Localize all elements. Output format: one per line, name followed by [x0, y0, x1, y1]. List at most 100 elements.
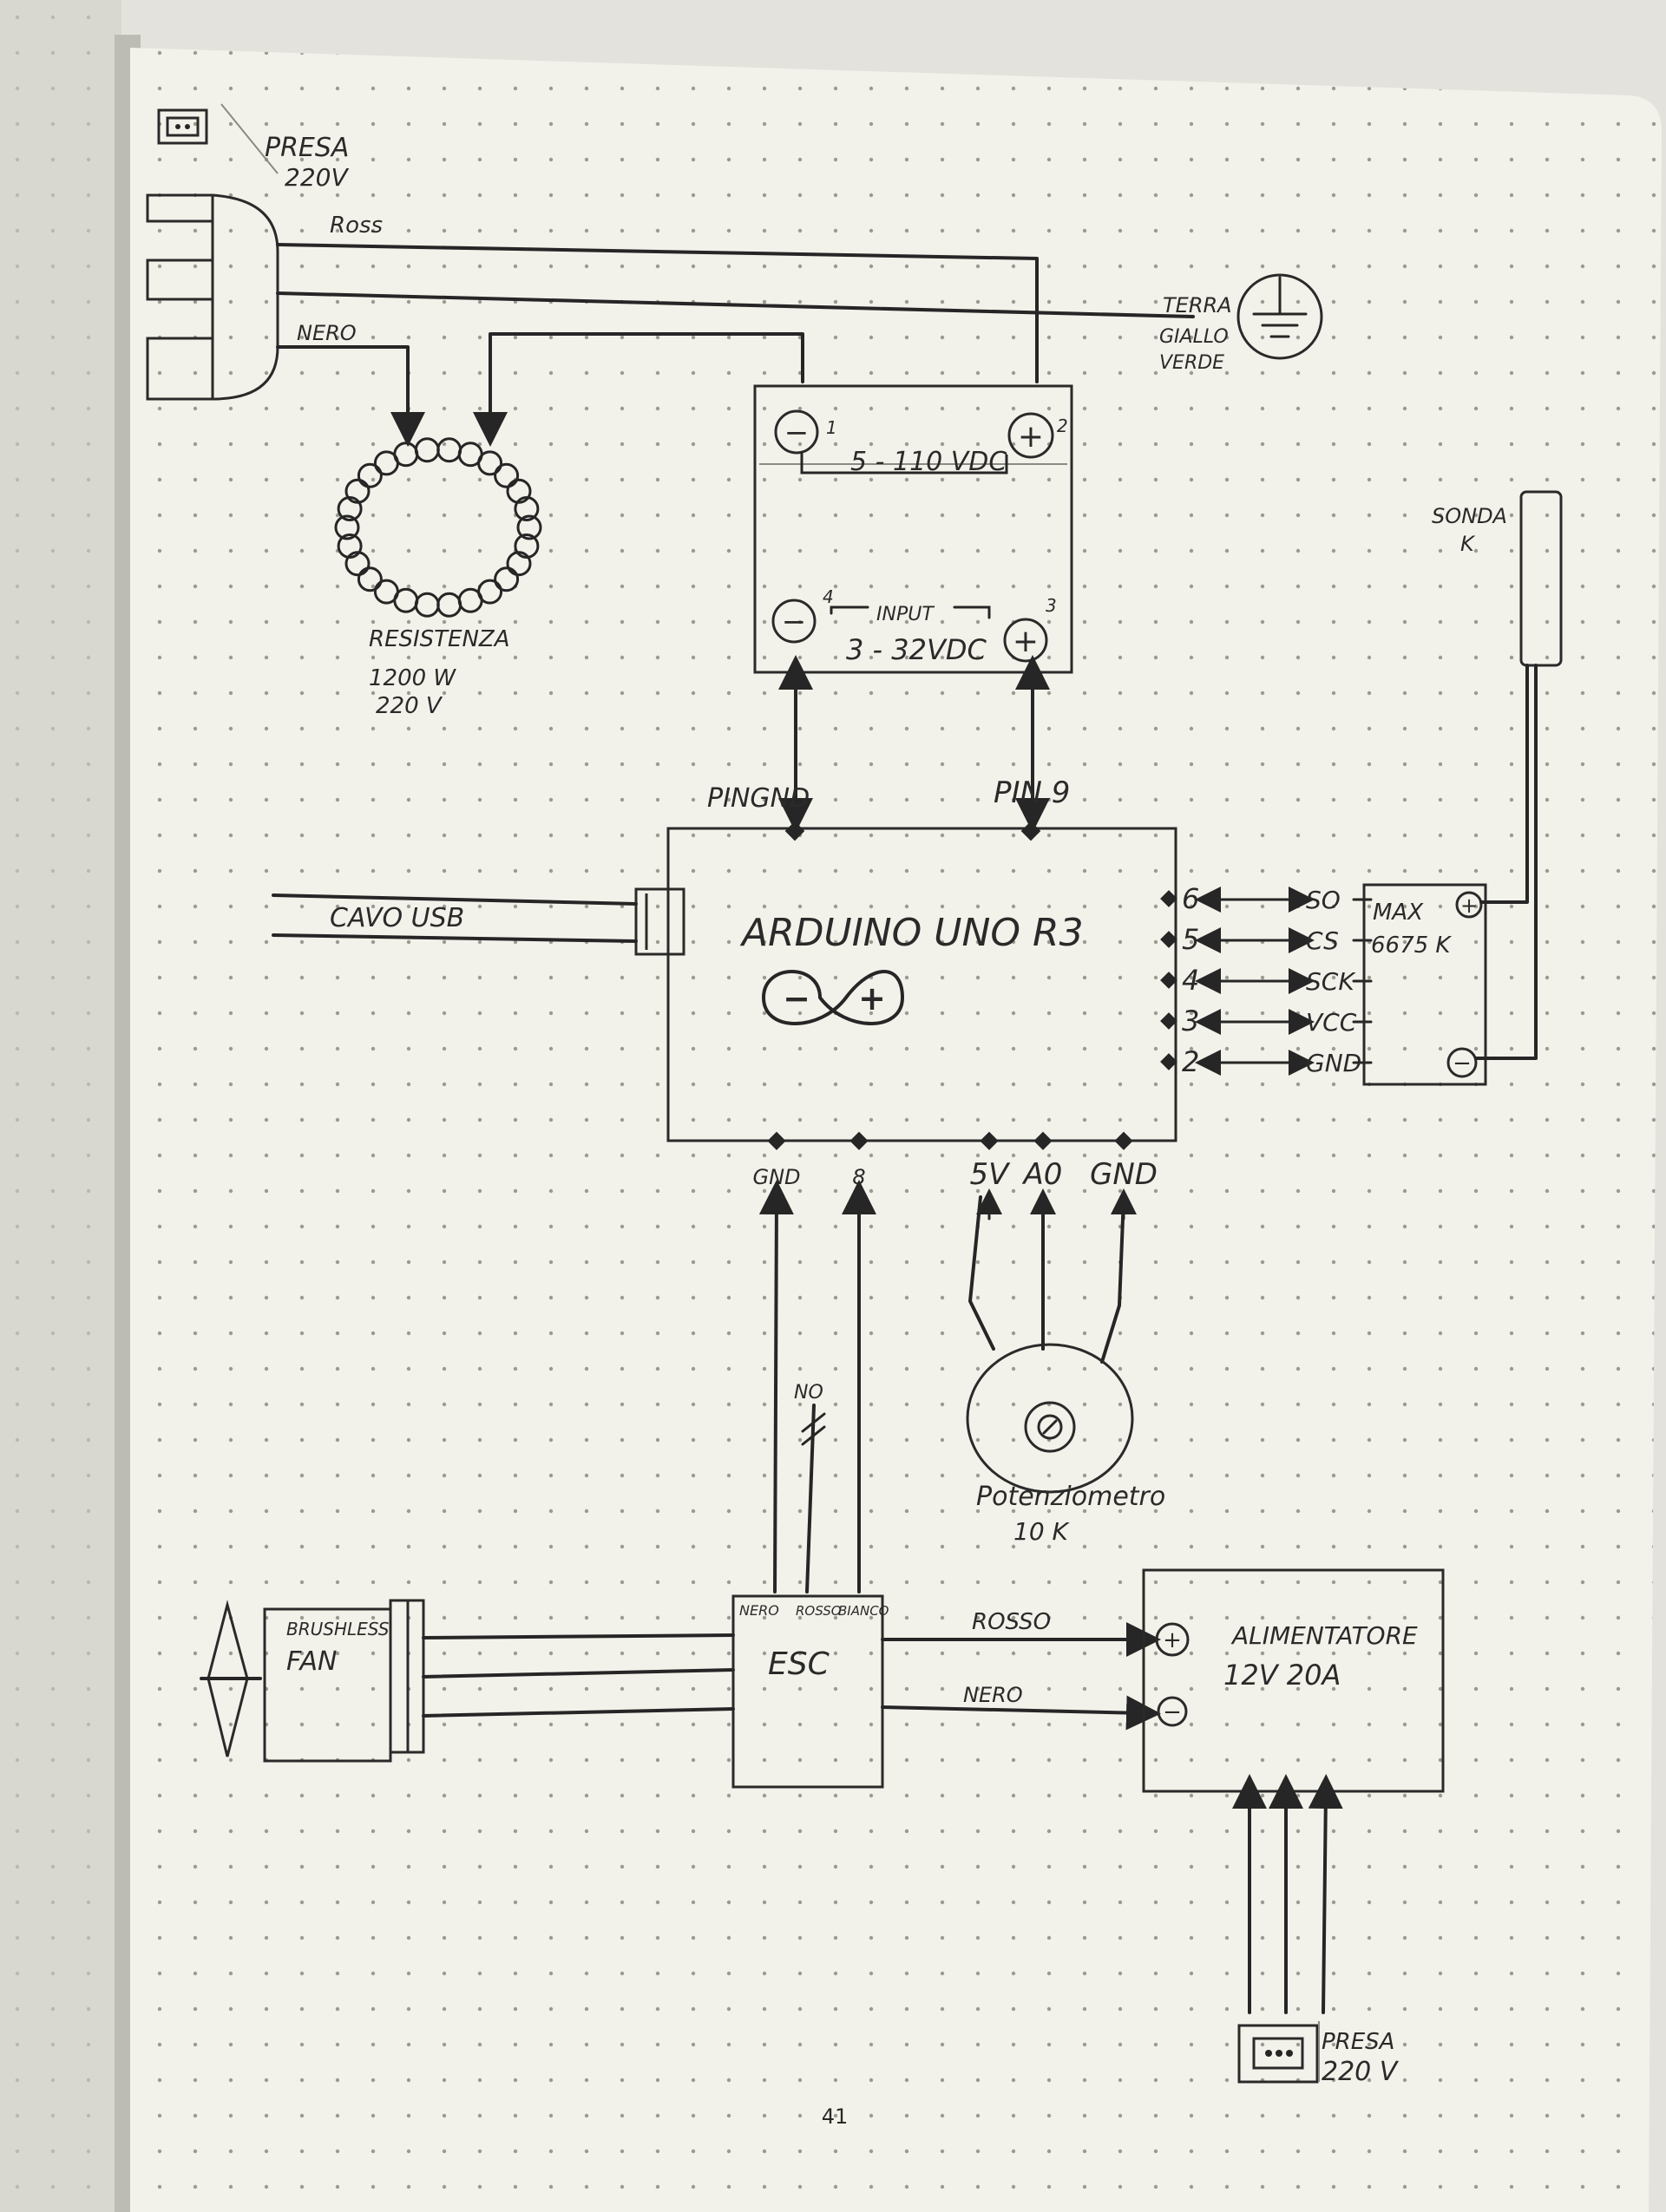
- pot-label-2: 10 K: [1013, 1517, 1071, 1546]
- max-pin-label: CS: [1306, 926, 1339, 955]
- max-label-1: MAX: [1373, 900, 1424, 926]
- svg-text:−: −: [782, 605, 807, 639]
- arduino-board: PINGND PIN 9 ARDUINO UNO R3 − +: [634, 776, 1177, 1142]
- relay-minus-4: [771, 599, 817, 644]
- brushless-fan: BRUSHLESS FAN: [200, 1599, 425, 1763]
- fan-label-1: BRUSHLESS: [286, 1619, 390, 1639]
- esc-wire-2: ROSSO: [796, 1603, 842, 1619]
- wire-mains-black: [276, 345, 425, 447]
- esc-wire-1: NERO: [739, 1602, 779, 1619]
- max-pin-label: SO: [1306, 886, 1341, 914]
- plug-bottom-label-2: 220 V: [1322, 2057, 1400, 2087]
- probe-label-2: K: [1460, 532, 1476, 556]
- svg-text:+: +: [858, 979, 886, 1018]
- arduino-bottom-pin-dot: [767, 1131, 786, 1150]
- psu-minus: −: [1163, 1699, 1182, 1725]
- max-plus: +: [1460, 893, 1478, 918]
- coil-loop: [344, 478, 371, 504]
- wire-mains-psu-3: [1308, 1774, 1343, 2014]
- svg-text:+: +: [1018, 419, 1044, 455]
- wire-mains-earth: [276, 291, 1195, 318]
- plug-bottom-label-1: PRESA: [1322, 2029, 1394, 2055]
- psu-plus: +: [1163, 1627, 1182, 1653]
- wire-fan-b: [422, 1668, 735, 1679]
- potentiometer-icon: [966, 1343, 1134, 1494]
- coil-loop: [494, 566, 520, 592]
- wall-socket-top: PRESA 220V: [157, 108, 349, 192]
- coil-loop: [337, 533, 363, 559]
- page-number: 41: [822, 2104, 849, 2129]
- max-pin-label: SCK: [1306, 967, 1356, 996]
- wire-heater-to-relay: [473, 332, 804, 447]
- arduino-infinity-icon: − +: [762, 970, 904, 1025]
- arduino-pin-dot: [1160, 1053, 1177, 1070]
- svg-text:+: +: [1013, 624, 1039, 659]
- wire-fan-a: [422, 1633, 735, 1639]
- relay-plus-2: [1007, 412, 1054, 459]
- arduino-bottom-pin-dot: [1033, 1131, 1053, 1150]
- left-page: [0, 0, 141, 2212]
- plug-connector: [146, 103, 279, 401]
- arduino-bottom-pin-label: 5V: [970, 1157, 1012, 1192]
- psu-wire-black-label: NERO: [963, 1683, 1023, 1707]
- wire-mains-red: [276, 243, 1039, 383]
- arduino-bottom-pin-label: GND: [752, 1165, 800, 1189]
- relay-rating-out: 5 - 110 VDC: [850, 447, 1007, 477]
- potentiometer: Potenziometro 10 K: [966, 1195, 1165, 1546]
- coil-loop: [514, 496, 540, 521]
- wall-socket-icon: [1237, 2024, 1319, 2084]
- arduino-bottom-pin-dot: [980, 1131, 999, 1150]
- relay-pin-4: 4: [823, 586, 834, 607]
- arduino-bottom-pin-label: GND: [1090, 1157, 1158, 1192]
- svg-text:−: −: [784, 416, 810, 450]
- arduino-pin-dot: [1160, 931, 1177, 948]
- arduino-bottom-pin-dot: [849, 1131, 869, 1150]
- wire-usb-top: [272, 893, 638, 906]
- plug-top-label-1: PRESA: [265, 133, 349, 163]
- relay-input-label: INPUT: [876, 604, 935, 625]
- max6675-module: MAX 6675 K + −: [1362, 883, 1487, 1086]
- psu-label-2: 12V 20A: [1223, 1659, 1341, 1692]
- coil-loop: [357, 462, 383, 488]
- arduino-bottom-pin-label: 8: [852, 1165, 865, 1189]
- arduino-pin-dot: [1160, 1012, 1177, 1030]
- pot-label-1: Potenziometro: [976, 1482, 1165, 1512]
- arduino-bottom-pin-dot: [1114, 1131, 1133, 1150]
- psu-label-1: ALIMENTATORE: [1230, 1621, 1418, 1650]
- arduino-right-pin-label: 2: [1182, 1045, 1199, 1078]
- wall-socket-icon: [157, 108, 208, 145]
- heater-label-2: 1200 W: [369, 665, 456, 691]
- max-label-2: 6675 K: [1371, 933, 1452, 959]
- coil-loop: [506, 551, 532, 577]
- coil-loop: [494, 462, 520, 488]
- wall-socket-bottom: PRESA 220 V: [1237, 2021, 1400, 2087]
- relay-minus-1: [774, 409, 819, 455]
- arduino-pin-gnd-top: PINGND: [707, 783, 810, 814]
- right-page: [130, 48, 1662, 2212]
- usb-cable-label: CAVO USB: [330, 903, 464, 933]
- wire-usb-bottom: [272, 933, 638, 943]
- coil-loop: [516, 514, 542, 540]
- arduino-pin-9: PIN 9: [994, 776, 1070, 810]
- wire-psu-black: [881, 1695, 1161, 1731]
- arduino-right-pin-label: 5: [1182, 923, 1199, 956]
- esc-wire-note: NO: [794, 1382, 823, 1404]
- relay-rating-in: 3 - 32VDC: [846, 633, 987, 666]
- coil-loop: [334, 514, 360, 540]
- ground-label-2: GIALLO: [1159, 326, 1229, 348]
- relay-pin-3: 3: [1046, 595, 1057, 616]
- heater-label-1: RESISTENZA: [369, 626, 510, 652]
- arduino-pin-dot: [1160, 890, 1177, 907]
- arduino-bottom-pin-label: A0: [1022, 1157, 1063, 1192]
- arduino-pin-dot: [1160, 972, 1177, 989]
- fan-label-2: FAN: [286, 1646, 337, 1677]
- propeller-icon: [200, 1600, 262, 1757]
- ground-symbol-icon: [1236, 273, 1323, 360]
- esc: NERO ROSSO BIANCO ESC: [731, 1594, 889, 1789]
- relay-pin-1: 1: [826, 417, 837, 438]
- arduino-right-pin-label: 3: [1182, 1005, 1199, 1037]
- plug-top-label-2: 220V: [285, 163, 349, 192]
- probe-label-1: SONDA: [1432, 504, 1507, 528]
